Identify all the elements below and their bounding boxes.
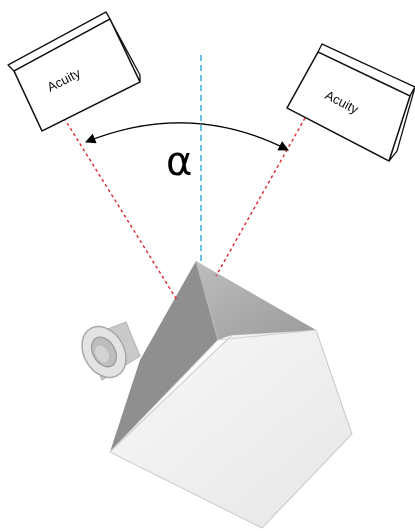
measured-object <box>81 260 353 529</box>
object-front-face <box>109 329 353 529</box>
right-sensor-front <box>286 51 411 162</box>
object-left-face <box>110 261 218 452</box>
right-sensor-beam <box>215 117 306 277</box>
object-port <box>81 321 141 381</box>
left-sensor: Acuity <box>7 11 141 132</box>
object-top-face <box>196 261 316 340</box>
left-sensor-front <box>13 18 141 132</box>
left-sensor-beam <box>63 117 178 301</box>
angle-arc <box>85 122 289 151</box>
angle-alpha-label: α <box>166 139 192 185</box>
right-sensor: Acuity <box>286 43 415 162</box>
